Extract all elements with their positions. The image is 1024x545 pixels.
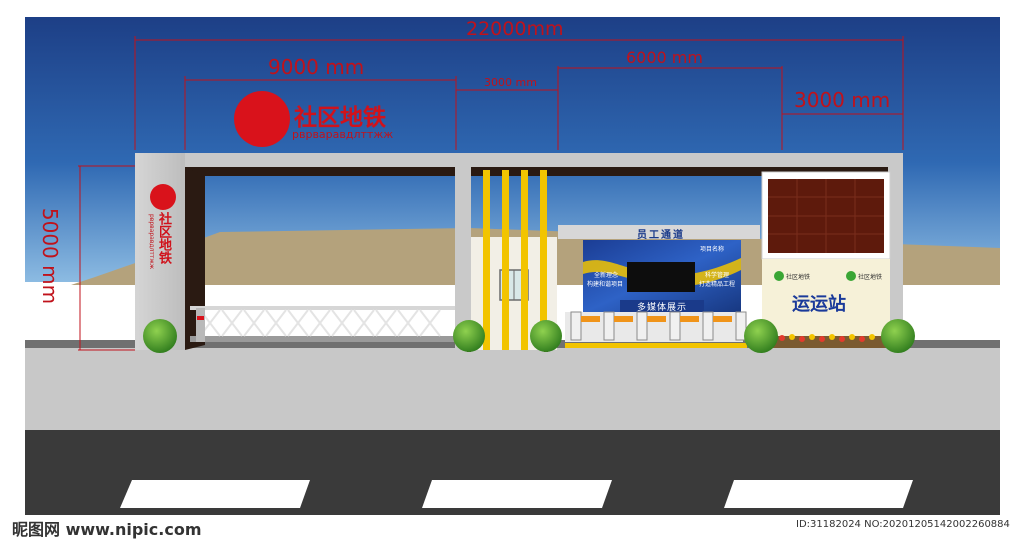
left-slogan-2: 构建和谐项目 [587, 281, 624, 288]
dim-left-span: 9000 mm [268, 55, 365, 79]
top-beam [135, 153, 903, 167]
project-name-label: 项目名称 [700, 246, 725, 253]
lane-mark [120, 480, 310, 508]
pillar-logo-icon [150, 184, 176, 210]
tree [143, 319, 177, 353]
brand-subtitle: рврварaвдлттжж [292, 128, 394, 141]
media-label-bar [620, 300, 704, 312]
yellow-pole [483, 170, 490, 350]
pavement [25, 348, 1000, 430]
sign-panel [762, 259, 890, 344]
sign-logo-left: 社区地铁 [786, 274, 811, 281]
tree [881, 319, 915, 353]
inner-beam [470, 167, 890, 176]
right-slogan-1: 科学管理 [705, 272, 730, 279]
station-name: 运运站 [792, 294, 846, 315]
pillar-brand-subtitle: рврварaвдлттжж [148, 214, 155, 270]
tree [744, 319, 778, 353]
right-slogan-2: 打造精品工程 [699, 281, 736, 288]
lane-mark [422, 480, 612, 508]
flowers [779, 334, 875, 342]
sign-logo-right: 社区地铁 [858, 274, 883, 281]
left-pillar-side [185, 167, 205, 350]
sign-logo-right-icon [846, 271, 856, 281]
yellow-pole [521, 170, 528, 350]
pillar-brand-name: 社区地铁 [156, 212, 171, 264]
yellow-pole [540, 170, 547, 350]
dim-total: 22000mm [466, 18, 564, 40]
media-label: 多媒体展示 [637, 303, 688, 313]
tree [530, 320, 562, 352]
dim-far-right-span: 3000 mm [794, 88, 891, 112]
watermark: 昵图网 www.nipic.com [12, 520, 202, 539]
main-logo-icon [234, 91, 290, 147]
staff-entrance-label: 员工通道 [637, 230, 685, 241]
dimension-lines [78, 36, 904, 351]
lane-mark [724, 480, 913, 508]
retractable-gate [190, 306, 455, 342]
sign-logo-left-icon [774, 271, 784, 281]
dim-right-span: 6000 mm [626, 48, 703, 67]
inner-beam [180, 167, 458, 176]
image-id: ID:31182024 NO:20201205142002260884 [796, 519, 1010, 530]
middle-pillar [455, 153, 471, 350]
yellow-pole [502, 170, 509, 350]
staff-entrance-bar [558, 225, 760, 239]
info-screen [627, 262, 695, 292]
footer-strip [0, 515, 1024, 545]
dim-middle-span: 3000 mm [484, 76, 537, 89]
right-pillar [888, 153, 903, 350]
tree [453, 320, 485, 352]
turnstiles [565, 311, 747, 348]
left-slogan-1: 全新理念 [594, 272, 619, 279]
brand-name: 社区地铁 [294, 105, 386, 131]
dim-height: 5000 mm [38, 207, 62, 305]
